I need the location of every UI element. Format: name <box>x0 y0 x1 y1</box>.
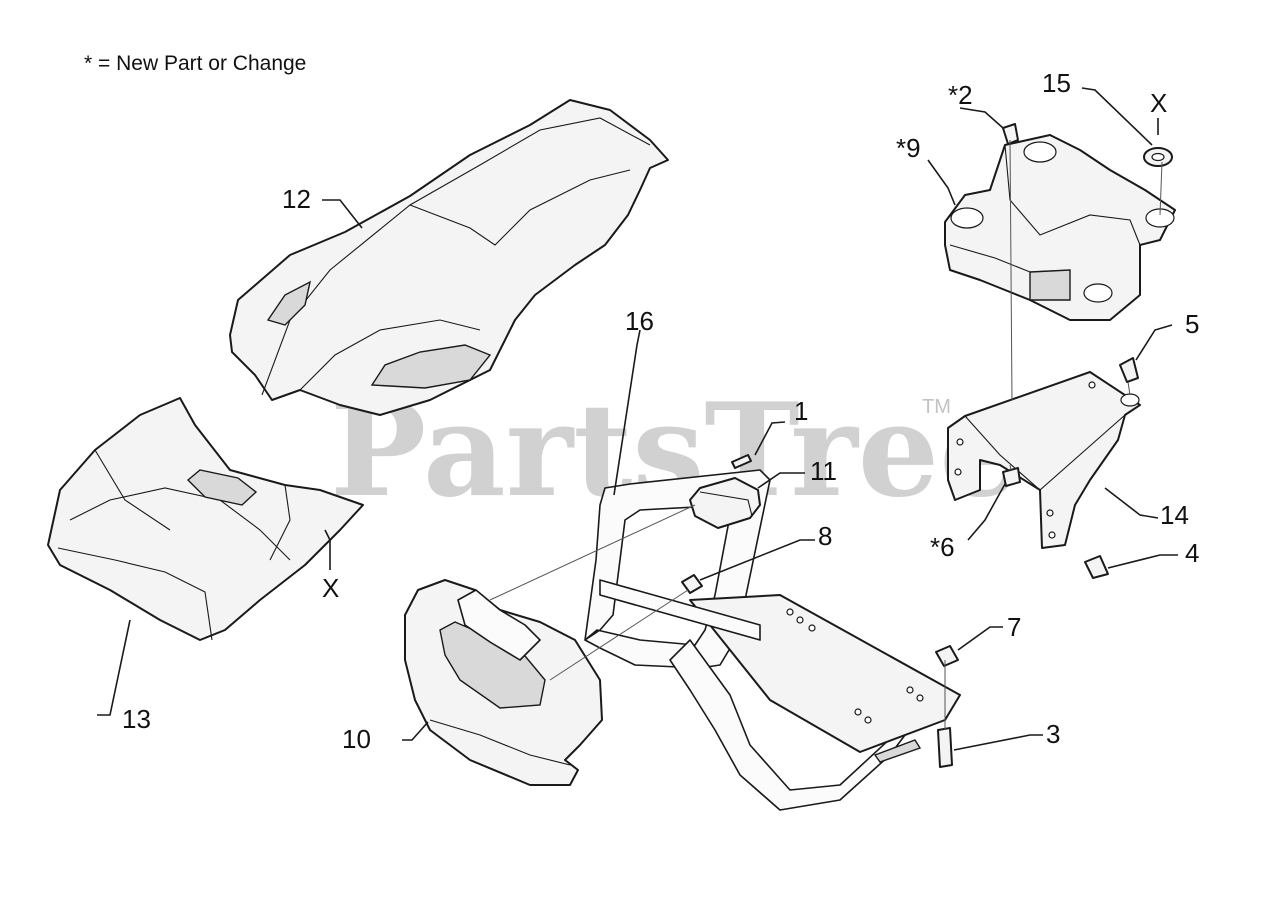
part-14-bracket[interactable] <box>947 371 1141 549</box>
callout-4: 4 <box>1185 538 1199 568</box>
callout-13: 13 <box>122 704 151 734</box>
legend-note: * = New Part or Change <box>84 52 307 75</box>
callout-12: 12 <box>282 184 311 214</box>
callout-2: *2 <box>948 80 973 110</box>
assembly-lines <box>489 139 1163 730</box>
callout-x-lower: X <box>322 573 339 603</box>
callout-labels: 12 *2 15 X *9 16 5 1 11 14 8 *6 4 X 7 13… <box>122 68 1199 754</box>
callout-14: 14 <box>1160 500 1189 530</box>
callout-x-upper: X <box>1150 88 1167 118</box>
part-9-housing[interactable] <box>944 134 1176 321</box>
part-8-bolt[interactable] <box>681 574 703 594</box>
callout-1: 1 <box>794 396 808 426</box>
callout-9: *9 <box>896 133 921 163</box>
callout-8: 8 <box>818 521 832 551</box>
part-2-screw[interactable] <box>1002 123 1019 145</box>
callout-5: 5 <box>1185 309 1199 339</box>
callout-11: 11 <box>810 456 837 486</box>
part-16-frame[interactable] <box>584 469 961 811</box>
part-4-bolt[interactable] <box>1084 555 1109 579</box>
part-7-nut[interactable] <box>935 645 959 667</box>
callout-16: 16 <box>625 306 654 336</box>
part-3-bolt[interactable] <box>937 727 953 768</box>
watermark-tm: TM <box>922 396 951 418</box>
callout-15: 15 <box>1042 68 1071 98</box>
callout-7: 7 <box>1007 612 1021 642</box>
part-13-floor-pad[interactable] <box>47 397 364 641</box>
part-12-hood[interactable] <box>229 99 669 416</box>
callout-3: 3 <box>1046 719 1060 749</box>
callout-6: *6 <box>930 532 955 562</box>
part-1-screw[interactable] <box>731 454 752 469</box>
part-5-screw[interactable] <box>1119 357 1139 383</box>
part-15-grommet[interactable] <box>1143 147 1173 167</box>
callout-10: 10 <box>342 724 371 754</box>
leader-lines <box>97 87 1178 751</box>
part-11-clamp[interactable] <box>689 477 761 529</box>
part-6-nut[interactable] <box>1002 467 1021 487</box>
part-10-handle-grip[interactable] <box>404 579 603 786</box>
